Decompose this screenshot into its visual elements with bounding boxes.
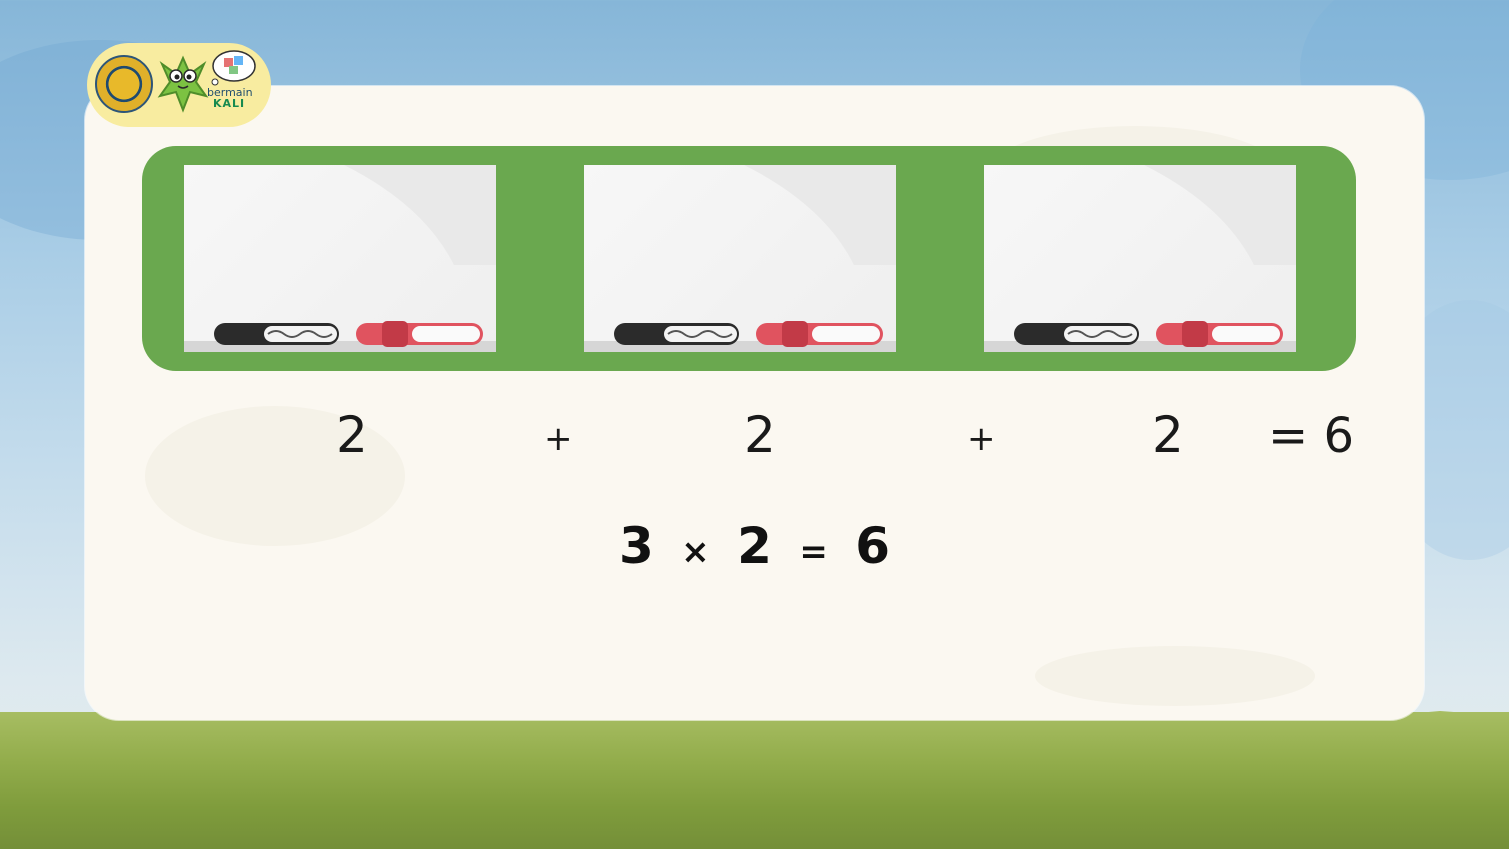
plus-sign-2: + — [967, 419, 996, 459]
thought-bubble-icon — [211, 50, 256, 86]
card-texture — [1035, 646, 1315, 706]
factor-1: 3 — [618, 517, 654, 575]
whiteboard-3 — [984, 165, 1296, 352]
card-texture — [145, 406, 405, 546]
addend-2: 2 — [744, 406, 776, 464]
ministry-seal-icon — [95, 55, 153, 113]
multiplication-equation: 3 × 2 = 6 — [0, 521, 1509, 571]
addend-3: 2 — [1152, 406, 1184, 464]
brand-wordmark: bermain KALI — [207, 87, 253, 109]
whiteboard-art — [184, 165, 496, 352]
product: 6 — [855, 517, 891, 575]
factor-2: 2 — [737, 517, 772, 575]
grass-ground — [0, 712, 1509, 849]
red-marker-icon — [1156, 321, 1283, 347]
black-marker-icon — [1014, 323, 1139, 345]
brand-line2: KALI — [213, 97, 246, 110]
whiteboard-2 — [584, 165, 896, 352]
black-marker-icon — [214, 323, 339, 345]
whiteboard-art — [984, 165, 1296, 352]
equals-sign: = — [799, 532, 828, 572]
plus-sign-1: + — [544, 419, 573, 459]
whiteboard-art — [584, 165, 896, 352]
red-marker-icon — [356, 321, 483, 347]
addition-result: = 6 — [1268, 408, 1355, 464]
whiteboard-1 — [184, 165, 496, 352]
black-marker-icon — [614, 323, 739, 345]
red-marker-icon — [756, 321, 883, 347]
brand-line1: bermain — [207, 86, 253, 99]
times-sign: × — [681, 532, 710, 572]
mascot-icon — [157, 55, 209, 113]
addend-1: 2 — [336, 406, 368, 464]
